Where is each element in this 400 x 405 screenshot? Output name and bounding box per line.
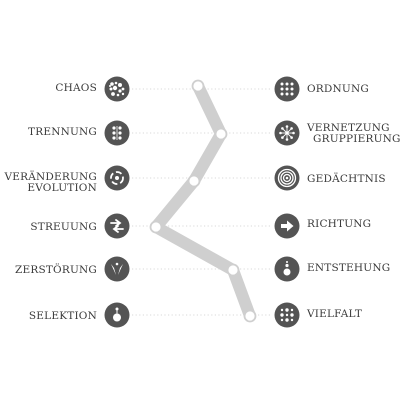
path-node-2 bbox=[214, 127, 228, 141]
left-label-zerstoerung: ZERSTÖRUNG bbox=[14, 264, 97, 276]
icon-layer bbox=[104, 76, 300, 328]
left-label-trennung: TRENNUNG bbox=[28, 126, 97, 138]
variety-dots-icon bbox=[274, 302, 300, 328]
order-grid-icon bbox=[274, 76, 300, 102]
path-node-5 bbox=[226, 263, 240, 277]
left-label-streuung: STREUUNG bbox=[30, 221, 97, 233]
selection-icon bbox=[104, 302, 130, 328]
scatter-arrows-icon bbox=[104, 213, 130, 239]
left-label-chaos: CHAOS bbox=[55, 82, 97, 94]
destruction-icon bbox=[104, 256, 130, 282]
separation-dots-icon bbox=[104, 120, 130, 146]
memory-rings-icon bbox=[274, 165, 300, 191]
right-label-gedaechtnis: GEDÄCHTNIS bbox=[307, 173, 386, 185]
network-icon bbox=[274, 120, 300, 146]
arrow-right-icon bbox=[274, 213, 300, 239]
path-node-6 bbox=[243, 309, 257, 323]
right-label-entstehung: ENTSTEHUNG bbox=[307, 262, 391, 274]
left-label-veraenderung: VERÄNDERUNG EVOLUTION bbox=[4, 171, 97, 194]
right-label-richtung: RICHTUNG bbox=[307, 218, 372, 230]
path-node-3 bbox=[187, 174, 201, 188]
chaos-dots-icon bbox=[104, 76, 130, 102]
path-node-4 bbox=[149, 220, 163, 234]
change-cycle-icon bbox=[104, 165, 130, 191]
right-label-vielfalt: VIELFALT bbox=[307, 308, 363, 320]
dotted-guides bbox=[132, 88, 270, 316]
emergence-icon bbox=[274, 256, 300, 282]
right-label-ordnung: ORDNUNG bbox=[307, 83, 369, 95]
left-label-selektion: SELEKTION bbox=[28, 310, 97, 322]
zigzag-band bbox=[150, 80, 256, 322]
right-label-vernetzung: VERNETZUNG GRUPPIERUNG bbox=[307, 122, 400, 145]
path-node-1 bbox=[191, 79, 205, 93]
zigzag-path bbox=[149, 79, 257, 323]
